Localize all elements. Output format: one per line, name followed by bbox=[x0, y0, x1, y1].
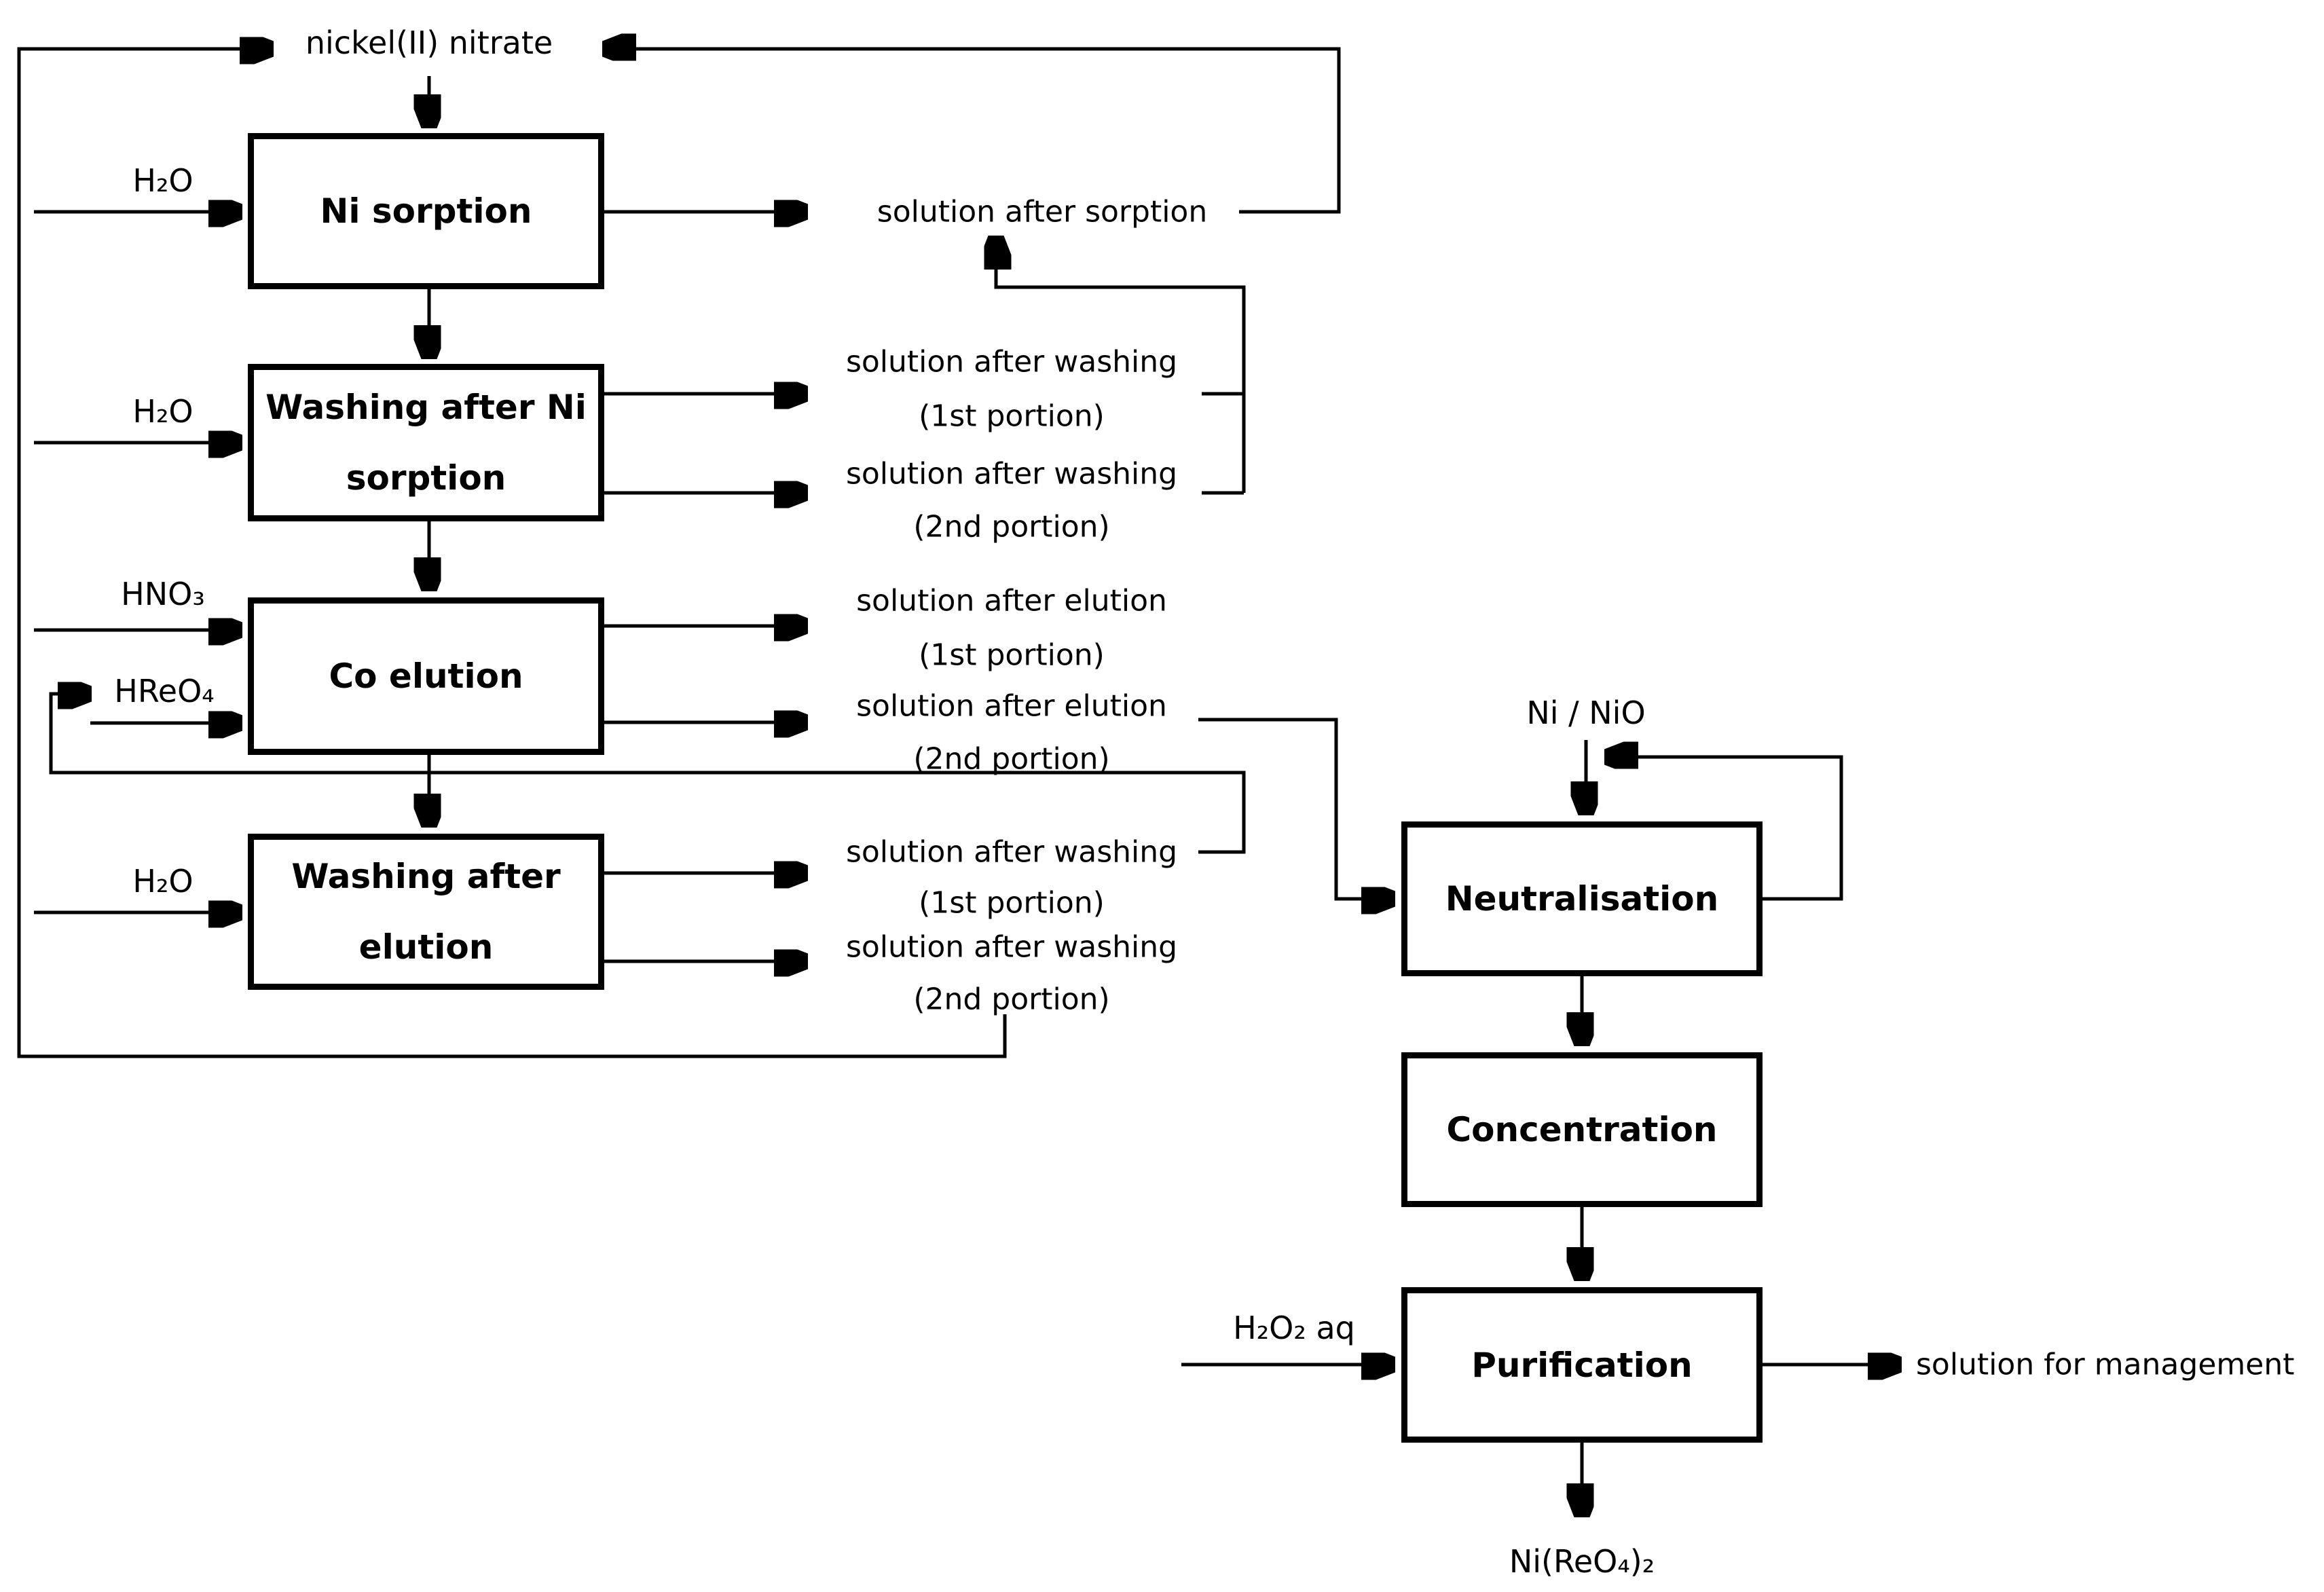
label-washing-sorption-2-line1: solution after washing bbox=[845, 456, 1178, 492]
label-product-nireo42: Ni(ReO₄)₂ bbox=[1509, 1543, 1655, 1580]
label-nickel-nitrate: nickel(II) nitrate bbox=[305, 24, 553, 61]
box-label-ni-sorption: Ni sorption bbox=[320, 191, 532, 231]
process-box-co-elution: Co elution bbox=[248, 597, 604, 755]
process-box-washing-after-sorption: Washing after Ni sorption bbox=[248, 364, 604, 521]
box-label-washing-after-elution: Washing after elution bbox=[291, 857, 561, 967]
label-solution-after-sorption: solution after sorption bbox=[877, 194, 1208, 229]
recycle-washing2-to-nickel-nitrate bbox=[17, 49, 1007, 1058]
box-label-washing-after-sorption: Washing after Ni sorption bbox=[265, 388, 587, 498]
box-label-purification: Purification bbox=[1471, 1345, 1693, 1385]
label-washing-elution-1-line1: solution after washing bbox=[845, 834, 1178, 870]
process-box-neutralisation: Neutralisation bbox=[1401, 821, 1763, 976]
label-washing-elution-1-line2: (1st portion) bbox=[919, 885, 1105, 921]
label-h2o-sorption: H₂O bbox=[132, 162, 193, 199]
label-hreo4: HReO₄ bbox=[114, 673, 215, 709]
label-elution-1-line2: (1st portion) bbox=[919, 637, 1105, 673]
label-hno3: HNO₃ bbox=[121, 576, 205, 612]
box-label-concentration: Concentration bbox=[1446, 1110, 1718, 1149]
label-h2o2-aq: H₂O₂ aq bbox=[1233, 1310, 1355, 1346]
label-elution-2-line2: (2nd portion) bbox=[913, 741, 1110, 777]
label-washing-sorption-1-line1: solution after washing bbox=[845, 344, 1178, 380]
box-label-neutralisation: Neutralisation bbox=[1445, 879, 1719, 919]
label-elution-2-line1: solution after elution bbox=[856, 688, 1167, 724]
process-box-washing-after-elution: Washing after elution bbox=[248, 834, 604, 990]
label-h2o-washing-elution: H₂O bbox=[132, 863, 193, 900]
recycle-washing1-to-hreo4 bbox=[49, 694, 1246, 854]
label-washing-sorption-2-line2: (2nd portion) bbox=[913, 509, 1110, 544]
label-washing-elution-2-line2: (2nd portion) bbox=[913, 982, 1110, 1017]
collector-washings-to-solution-after-sorption bbox=[996, 239, 1246, 493]
process-box-ni-sorption: Ni sorption bbox=[248, 133, 604, 289]
label-washing-sorption-1-line2: (1st portion) bbox=[919, 399, 1105, 434]
label-elution-1-line1: solution after elution bbox=[856, 583, 1167, 618]
label-h2o-washing-sorption: H₂O bbox=[132, 393, 193, 430]
label-solution-for-management: solution for management bbox=[1916, 1347, 2295, 1382]
process-box-purification: Purification bbox=[1401, 1287, 1763, 1443]
process-box-concentration: Concentration bbox=[1401, 1052, 1763, 1207]
label-washing-elution-2-line1: solution after washing bbox=[845, 929, 1178, 965]
line-elution2-to-neutralisation bbox=[1198, 718, 1392, 899]
box-label-co-elution: Co elution bbox=[329, 656, 523, 696]
recycle-solution-after-sorption-to-nickel-nitrate bbox=[606, 49, 1341, 214]
recycle-neutralisation-to-ni-nio bbox=[1608, 757, 1843, 901]
label-ni-nio: Ni / NiO bbox=[1526, 695, 1646, 731]
